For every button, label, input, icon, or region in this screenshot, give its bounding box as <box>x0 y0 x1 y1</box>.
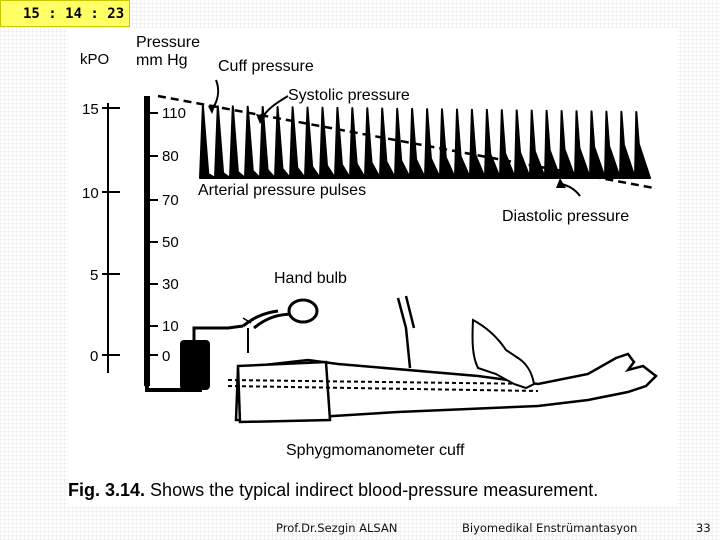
systolic-pressure-arrow <box>256 95 289 124</box>
cuff-label: Sphygmomanometer cuff <box>286 442 465 459</box>
footer-page-number: 33 <box>696 521 711 535</box>
artery-line-upper <box>227 379 539 385</box>
manometer-column <box>144 96 150 386</box>
mmhg-tick-label: 80 <box>162 148 179 165</box>
bulb-hose <box>242 309 279 328</box>
pressure-unit-label: Pressure mm Hg <box>136 34 201 69</box>
arterial-pulse-waveform <box>199 105 651 179</box>
cuff-pressure-arrow <box>208 79 220 114</box>
caption-prefix: Fig. 3.14. <box>68 480 146 500</box>
mmhg-tick-label: 30 <box>162 276 179 293</box>
systolic-pressure-label: Systolic pressure <box>288 87 410 104</box>
artery-line-lower <box>227 385 539 392</box>
mercury-reservoir <box>180 340 210 390</box>
cuff <box>236 360 332 424</box>
caption-text: Shows the typical indirect blood-pressur… <box>150 480 599 500</box>
timer-display: 15 : 14 : 23 <box>0 0 130 27</box>
arm-outline <box>234 352 658 422</box>
kpo-tick-label: 5 <box>90 267 99 284</box>
mmhg-tick-label: 70 <box>162 192 179 209</box>
diastolic-pressure-label: Diastolic pressure <box>502 208 630 225</box>
mmhg-tick-label: 110 <box>162 105 186 122</box>
arterial-pulses-label: Arterial pressure pulses <box>198 182 367 199</box>
diagram-svg <box>102 79 658 424</box>
mmhg-tick-label: 0 <box>162 348 171 365</box>
reservoir-hose <box>192 324 244 340</box>
cuff-pressure-label: Cuff pressure <box>218 58 314 75</box>
kpo-tick-label: 0 <box>90 348 99 365</box>
diastolic-pressure-arrow <box>556 178 581 197</box>
kpo-tick-label: 10 <box>82 185 99 202</box>
hand-bulb <box>287 298 319 324</box>
stethoscope <box>396 297 412 369</box>
kpo-tick-label: 15 <box>82 101 99 118</box>
hand-bulb-arrow <box>242 317 252 324</box>
examiner-hand <box>471 318 536 390</box>
kpo-tick-marks <box>102 107 120 356</box>
kpo-label: kPO <box>80 51 110 68</box>
mmhg-tick-label: 50 <box>162 234 179 251</box>
figure-caption: Fig. 3.14. Shows the typical indirect bl… <box>68 480 598 501</box>
footer-course: Biyomedikal Enstrümantasyon <box>462 521 638 535</box>
mmhg-tick-label: 10 <box>162 318 179 335</box>
footer-author: Prof.Dr.Sezgin ALSAN <box>276 521 398 535</box>
hand-bulb-label: Hand bulb <box>274 270 347 287</box>
mmhg-tick-marks <box>150 112 158 356</box>
figure: kPO Pressure mm Hg Cuff pressure Systoli… <box>68 28 678 506</box>
